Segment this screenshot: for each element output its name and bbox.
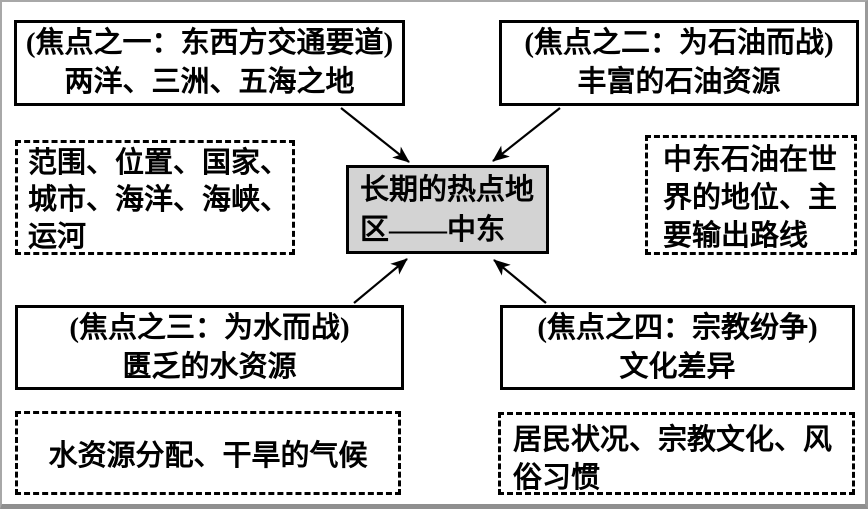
scope-detail-box: 范围、位置、国家、 城市、海洋、海峡、 运河 (15, 140, 295, 255)
scope-detail-line: 运河 (28, 221, 87, 253)
oil-detail-line: 界的地位、主 (663, 182, 838, 214)
focus4-religion-box: (焦点之四：宗教纷争) 文化差异 (500, 305, 855, 390)
scope-detail-line: 城市、海洋、海峡、 (28, 184, 290, 216)
center-topic-box: 长期的热点地 区——中东 (346, 165, 549, 254)
focus4-title: (焦点之四：宗教纷争) (537, 311, 818, 344)
arrow-focus1-to-center-icon (340, 107, 410, 163)
arrow-focus3-to-center-icon (353, 258, 408, 304)
center-topic-line: 区——中东 (360, 213, 506, 246)
focus2-oil-box: (焦点之二：为石油而战) 丰富的石油资源 (499, 20, 859, 106)
focus1-title: (焦点之一：东西方交通要道) (25, 27, 394, 59)
focus3-subtitle: 匮乏的水资源 (122, 350, 297, 383)
religion-detail-line: 居民状况、宗教文化、风 (513, 424, 833, 456)
arrow-focus2-to-center-icon (492, 107, 561, 162)
focus2-title: (焦点之二：为石油而战) (524, 27, 834, 59)
religion-detail-box: 居民状况、宗教文化、风 俗习惯 (498, 412, 855, 495)
arrow-focus4-to-center-icon (493, 259, 547, 304)
focus1-subtitle: 两洋、三洲、五海之地 (64, 66, 355, 98)
center-topic-line: 长期的热点地 (360, 173, 535, 206)
oil-detail-line: 要输出路线 (663, 220, 809, 252)
focus3-water-box: (焦点之三：为水而战) 匮乏的水资源 (15, 305, 404, 390)
oil-detail-box: 中东石油在世 界的地位、主 要输出路线 (645, 135, 857, 255)
water-detail-line: 水资源分配、干旱的气候 (48, 440, 368, 472)
oil-detail-line: 中东石油在世 (663, 144, 838, 176)
water-detail-box: 水资源分配、干旱的气候 (15, 411, 401, 495)
focus1-transport-box: (焦点之一：东西方交通要道) 两洋、三洲、五海之地 (14, 20, 405, 106)
focus4-subtitle: 文化差异 (619, 350, 736, 383)
focus3-title: (焦点之三：为水而战) (69, 311, 350, 344)
scope-detail-line: 范围、位置、国家、 (28, 147, 290, 179)
religion-detail-line: 俗习惯 (513, 462, 601, 494)
focus2-subtitle: 丰富的石油资源 (577, 66, 781, 98)
